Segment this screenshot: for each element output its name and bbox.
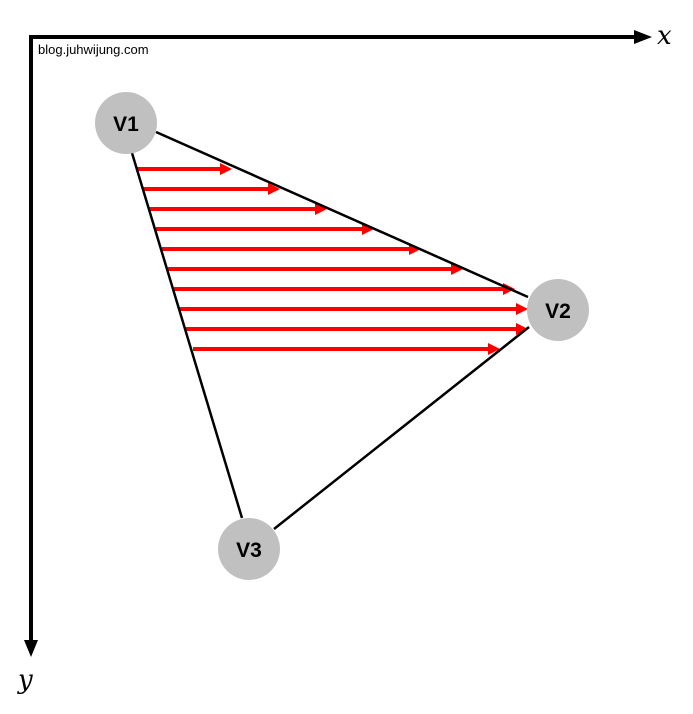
arrowhead-icon — [315, 203, 327, 215]
scanline-arrow — [136, 163, 232, 175]
scanline-arrow — [186, 323, 528, 335]
vertex-label: V1 — [113, 113, 139, 136]
scanline-arrow — [174, 283, 515, 295]
edge-v1-v2 — [155, 130, 529, 299]
arrowhead-icon — [268, 183, 280, 195]
scanline-arrow — [162, 243, 421, 255]
edge-v1-v3 — [130, 152, 244, 519]
scanline-arrow — [168, 263, 463, 275]
vertex-v3: V3 — [218, 518, 280, 580]
x-axis — [31, 30, 652, 44]
vertex-label: V2 — [545, 300, 571, 323]
scanline-arrow — [193, 343, 500, 355]
x-axis-label: x — [657, 21, 672, 51]
triangle-edges — [130, 130, 530, 530]
arrowhead-icon — [516, 303, 528, 315]
arrowhead-icon — [516, 323, 528, 335]
y-axis — [24, 35, 38, 657]
vertex-v1: V1 — [95, 92, 157, 154]
vertex-label: V3 — [236, 539, 262, 562]
scanline-arrow — [180, 303, 528, 315]
x-axis-arrowhead-icon — [634, 30, 652, 44]
scanline-arrow — [156, 223, 374, 235]
arrowhead-icon — [220, 163, 232, 175]
edge-v2-v3 — [273, 326, 530, 530]
y-axis-arrowhead-icon — [24, 640, 38, 657]
credit-text: blog.juhwijung.com — [38, 42, 149, 57]
scanline-arrow — [149, 203, 327, 215]
scanlines — [136, 163, 528, 355]
arrowhead-icon — [451, 263, 463, 275]
y-axis-label: y — [17, 665, 33, 695]
arrowhead-icon — [488, 343, 500, 355]
scanline-arrow — [143, 183, 280, 195]
vertex-v2: V2 — [527, 279, 589, 341]
